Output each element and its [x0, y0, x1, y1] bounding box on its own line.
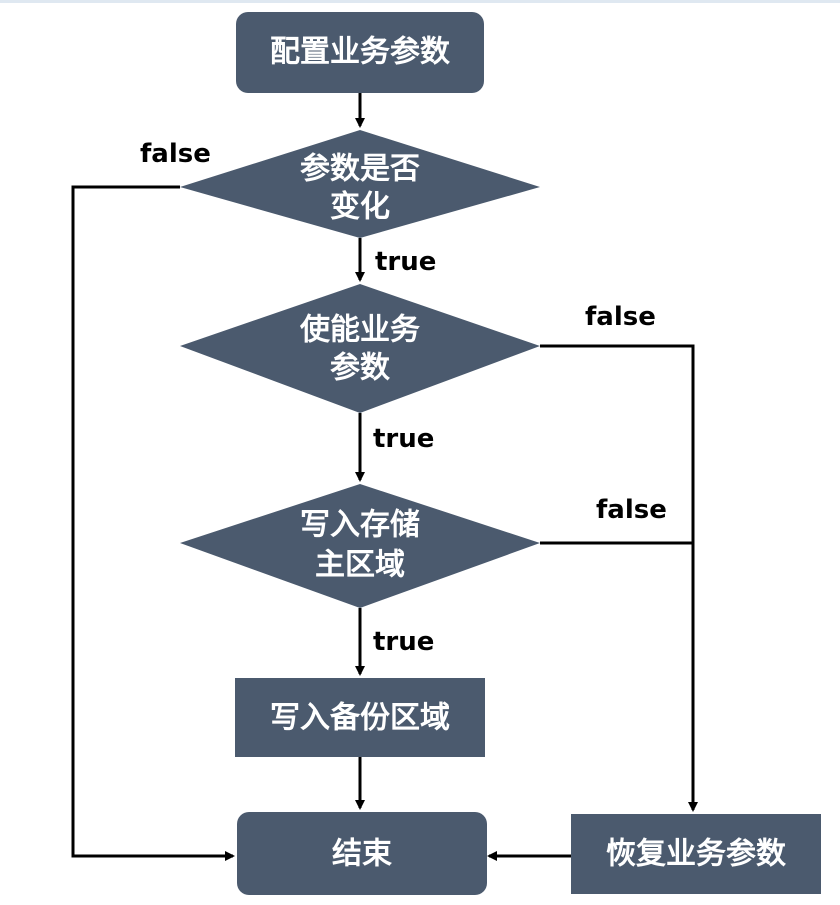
label-primary-true: true — [373, 627, 434, 657]
decision-enable-params-line2: 参数 — [330, 351, 391, 386]
decision-enable-params-line1: 使能业务 — [299, 313, 420, 348]
label-primary-false: false — [596, 495, 667, 525]
edge-changed-false-to-end — [71, 185, 235, 861]
decision-params-changed-line2: 变化 — [330, 190, 390, 225]
edge-enable-false-to-restore — [540, 344, 698, 812]
decision-enable-params: 使能业务 参数 — [180, 284, 540, 413]
node-end: 结束 — [237, 812, 487, 895]
node-restore-params-label: 恢复业务参数 — [606, 837, 787, 872]
node-restore-params: 恢复业务参数 — [571, 814, 821, 894]
label-changed-true: true — [375, 247, 436, 277]
decision-write-primary: 写入存储 主区域 — [180, 484, 540, 608]
decision-params-changed: 参数是否 变化 — [180, 130, 540, 238]
decision-write-primary-line2: 主区域 — [315, 548, 405, 583]
node-configure-params: 配置业务参数 — [236, 12, 484, 93]
window-top-border — [0, 0, 840, 3]
node-write-backup-label: 写入备份区域 — [270, 701, 450, 736]
decision-params-changed-line1: 参数是否 — [300, 152, 420, 187]
label-enable-false: false — [585, 302, 656, 332]
node-end-label: 结束 — [332, 837, 392, 872]
node-configure-params-label: 配置业务参数 — [270, 35, 451, 70]
decision-write-primary-line1: 写入存储 — [300, 508, 420, 543]
label-enable-true: true — [373, 424, 434, 454]
node-write-backup: 写入备份区域 — [235, 678, 485, 757]
label-changed-false: false — [140, 139, 211, 169]
